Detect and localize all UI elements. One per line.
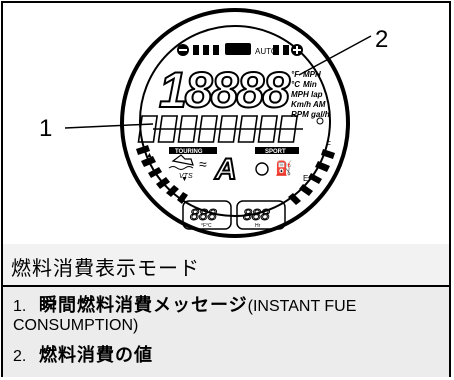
svg-text:Km/h: Km/h bbox=[291, 100, 311, 109]
message-segment-row bbox=[137, 115, 303, 143]
water-wave-icon: ≈ bbox=[199, 156, 207, 172]
fuel-empty-label: E bbox=[303, 174, 308, 183]
legend-item-1-number: 1. bbox=[13, 298, 27, 315]
hour-digits: 888 bbox=[243, 207, 270, 224]
top-segment-bar: AUTO bbox=[177, 43, 303, 56]
legend-item-2-number: 2. bbox=[13, 348, 27, 365]
temp-unit: °F°C bbox=[201, 223, 212, 229]
temp-digits: 888 bbox=[190, 207, 217, 224]
svg-text:°C: °C bbox=[291, 80, 300, 89]
touring-bar bbox=[169, 147, 217, 154]
svg-text:°F: °F bbox=[291, 70, 300, 79]
bottom-displays: 888 888 °F°C Hr bbox=[182, 200, 286, 230]
callout-1-number: 1 bbox=[39, 115, 52, 142]
legend-list: 1. 瞬間燃料消費メッセージ(INSTANT FUE CONSUMPTION) 2… bbox=[3, 287, 449, 377]
legend-item-1-continuation: CONSUMPTION) bbox=[13, 317, 139, 334]
sport-bar bbox=[255, 147, 299, 154]
callout-1-leader bbox=[64, 123, 154, 129]
fuel-pump-icon: ⛽ bbox=[275, 160, 292, 177]
indicator-dot bbox=[316, 117, 324, 125]
svg-text:MPH: MPH bbox=[303, 70, 321, 79]
hour-unit: Hr bbox=[255, 223, 261, 229]
gauge-svg: AUTO 18888 °F MPH °C Min MPH lap Km/h AM… bbox=[39, 8, 388, 238]
gear-indicator: A bbox=[214, 153, 237, 186]
unit-labels: °F MPH °C Min MPH lap Km/h AM RPM gal/h bbox=[291, 70, 330, 119]
vts-label: VTS bbox=[179, 173, 193, 180]
legend-item-2: 2. 燃料消費の値 bbox=[13, 345, 153, 368]
callout-2-number: 2 bbox=[375, 26, 388, 53]
fuel-full-label: F bbox=[326, 140, 331, 149]
steering-icon bbox=[255, 162, 269, 176]
left-arrow-down: ▼ bbox=[181, 176, 188, 183]
fuel-gauge-bar bbox=[288, 149, 335, 205]
svg-text:gal/h: gal/h bbox=[310, 110, 330, 119]
section-title: 燃料消費表示モード bbox=[11, 256, 200, 280]
gauge-inner-ring bbox=[139, 25, 331, 217]
callout-2-leader bbox=[298, 35, 372, 76]
legend-item-1-label-jp: 瞬間燃料消費メッセージ bbox=[39, 295, 248, 316]
legend-item-1: 1. 瞬間燃料消費メッセージ(INSTANT FUE bbox=[13, 295, 356, 318]
legend-item-1-label-en: (INSTANT FUE bbox=[247, 298, 357, 315]
legend-item-2-label-jp: 燃料消費の値 bbox=[39, 345, 153, 366]
gauge-illustration: AUTO 18888 °F MPH °C Min MPH lap Km/h AM… bbox=[3, 3, 449, 246]
sport-label: SPORT bbox=[265, 149, 286, 155]
auto-label: AUTO bbox=[255, 47, 277, 56]
svg-text:AM: AM bbox=[312, 100, 326, 109]
touring-label: TOURING bbox=[175, 149, 203, 155]
watercraft-icon bbox=[168, 154, 194, 170]
svg-text:lap: lap bbox=[311, 90, 323, 99]
gauge-bezel bbox=[120, 8, 350, 238]
main-digit-readout: 18888 bbox=[159, 62, 290, 118]
left-arrow-up: ▲ bbox=[146, 152, 153, 159]
svg-text:RPM: RPM bbox=[291, 110, 309, 119]
section-title-row: 燃料消費表示モード bbox=[3, 244, 449, 287]
svg-text:Min: Min bbox=[303, 80, 317, 89]
left-level-bar bbox=[136, 145, 188, 204]
svg-text:MPH: MPH bbox=[291, 90, 309, 99]
